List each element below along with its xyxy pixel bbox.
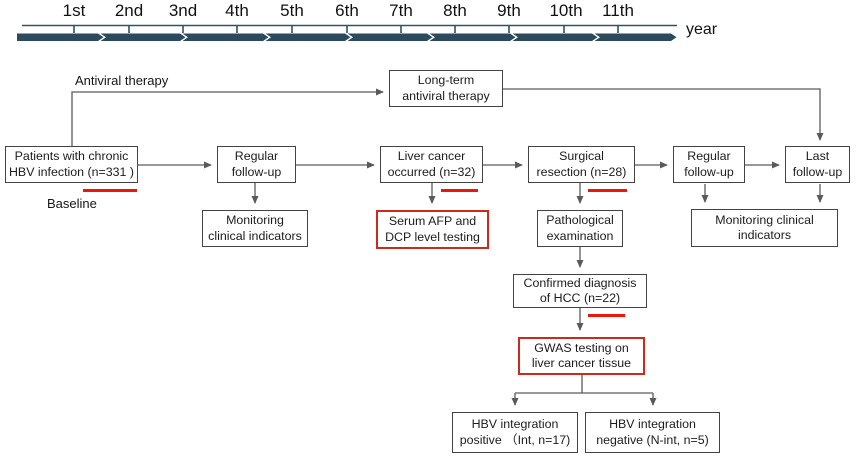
year-axis-unit-label: year xyxy=(686,21,718,38)
box-text: clinical indicators xyxy=(208,228,302,243)
box-text: negative (N-int, n=5) xyxy=(596,432,709,447)
red-underline-n28 xyxy=(588,189,627,192)
box-monitoring-clinical-indicators-left: Monitoring clinical indicators xyxy=(202,210,308,247)
year-label-4: 4th xyxy=(225,1,249,20)
box-text: Last xyxy=(805,149,830,163)
box-hbv-integration-positive: HBV integration positive （Int, n=17) xyxy=(452,412,578,453)
connector-gwas-branch xyxy=(515,375,653,394)
baseline-label: Baseline xyxy=(47,196,97,211)
connector-patients-to-longterm xyxy=(71,88,384,146)
box-text: HBV integration xyxy=(471,417,559,431)
year-label-9: 9th xyxy=(497,1,521,20)
box-text: Pathological xyxy=(546,213,614,227)
antiviral-therapy-label: Antiviral therapy xyxy=(75,73,169,88)
box-confirmed-hcc-diagnosis: Confirmed diagnosis of HCC (n=22) xyxy=(513,274,647,308)
box-text: indicators xyxy=(737,228,792,242)
box-text: follow-up xyxy=(792,164,843,179)
box-text: resection (n=28) xyxy=(536,164,627,179)
box-text: antiviral therapy xyxy=(402,88,490,103)
box-patients-chronic-hbv: Patients with chronic HBV infection (n=3… xyxy=(5,146,138,183)
box-text: examination xyxy=(546,228,614,243)
box-text: occurred (n=32) xyxy=(387,164,476,179)
box-gwas-testing: GWAS testing on liver cancer tissue xyxy=(518,337,645,375)
box-text: Liver cancer xyxy=(397,149,466,163)
box-text: HBV integration xyxy=(609,417,696,431)
box-text: Long-term xyxy=(417,73,475,87)
year-label-6: 6th xyxy=(335,1,359,20)
box-text: positive （Int, n=17) xyxy=(459,432,571,447)
box-text: liver cancer tissue xyxy=(531,356,632,370)
box-monitoring-clinical-indicators-right: Monitoring clinical indicators xyxy=(691,209,838,247)
year-label-10: 10th xyxy=(549,1,583,20)
box-text: Monitoring xyxy=(226,213,284,227)
timeline-axis-line xyxy=(22,24,677,33)
timeline-arrow-bar xyxy=(17,33,677,41)
box-text: Regular xyxy=(687,149,731,163)
box-text: DCP level testing xyxy=(385,229,480,244)
red-underline-n32 xyxy=(441,189,478,192)
box-liver-cancer-occurred: Liver cancer occurred (n=32) xyxy=(380,146,483,183)
red-underline-n331 xyxy=(83,189,137,192)
box-pathological-examination: Pathological examination xyxy=(537,210,623,247)
box-text: Monitoring clinical xyxy=(715,212,814,227)
box-hbv-integration-negative: HBV integration negative (N-int, n=5) xyxy=(585,412,720,453)
connector-longterm-to-last xyxy=(503,88,824,141)
year-label-11: 11th xyxy=(602,1,634,20)
box-regular-followup-1: Regular follow-up xyxy=(217,146,296,183)
box-text: of HCC (n=22) xyxy=(539,291,621,305)
box-text: HBV infection (n=331 ) xyxy=(8,164,134,179)
box-text: GWAS testing on xyxy=(534,340,629,355)
box-serum-afp-dcp-testing: Serum AFP and DCP level testing xyxy=(376,210,489,249)
box-text: follow-up xyxy=(231,164,282,179)
year-label-3: 3nd xyxy=(168,1,198,20)
box-text: Confirmed diagnosis xyxy=(523,275,637,290)
box-text: Serum AFP and xyxy=(388,214,477,228)
box-regular-followup-2: Regular follow-up xyxy=(673,146,745,183)
box-last-followup: Last follow-up xyxy=(785,146,850,183)
year-label-5: 5th xyxy=(280,1,304,20)
box-text: Surgical xyxy=(559,149,604,163)
year-label-8: 8th xyxy=(443,1,467,20)
year-label-1: 1st xyxy=(62,1,86,20)
box-text: Regular xyxy=(234,149,279,163)
red-underline-n22 xyxy=(588,314,625,317)
timeline-ticks xyxy=(73,26,619,33)
box-surgical-resection: Surgical resection (n=28) xyxy=(528,146,635,183)
box-longterm-antiviral-therapy: Long-term antiviral therapy xyxy=(389,70,503,107)
year-label-2: 2nd xyxy=(114,1,144,20)
box-text: follow-up xyxy=(684,164,734,179)
year-label-7: 7th xyxy=(389,1,413,20)
box-text: Patients with chronic xyxy=(14,149,129,163)
